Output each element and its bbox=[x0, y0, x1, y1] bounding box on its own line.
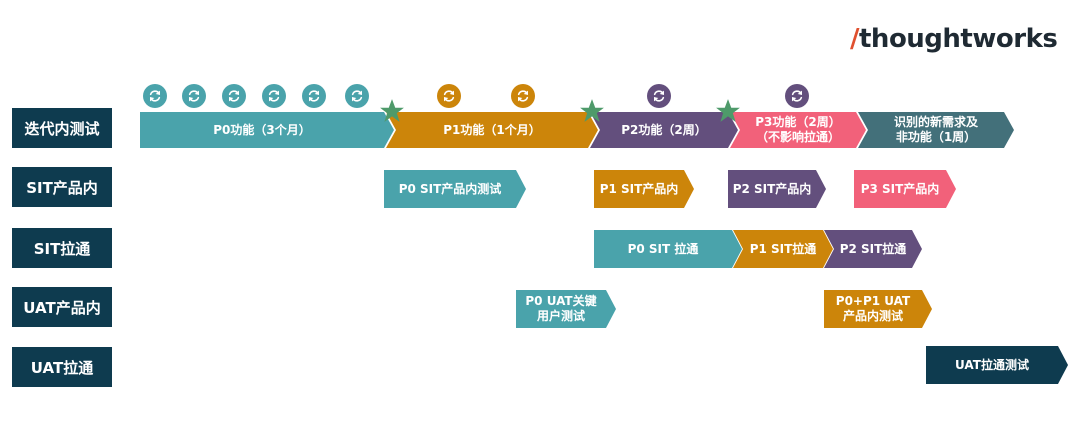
row-label-sit-in-product: SIT产品内 bbox=[12, 167, 112, 207]
milestone-star-icon bbox=[380, 99, 404, 122]
row-label-uat-in-product: UAT产品内 bbox=[12, 287, 112, 327]
bar-p2-sit-integration: P2 SIT拉通 bbox=[824, 230, 922, 268]
row-label-iteration-test: 迭代内测试 bbox=[12, 108, 112, 148]
bar-p3-function: P3功能（2周）（不影响拉通） bbox=[730, 112, 866, 148]
bar-p1-sit-in-product: P1 SIT产品内 bbox=[594, 170, 694, 208]
bar-new-requirements-text: 识别的新需求及非功能（1周） bbox=[893, 115, 978, 144]
bar-new-requirements: 识别的新需求及非功能（1周） bbox=[858, 112, 1014, 148]
bar-p3-sit-in-product: P3 SIT产品内 bbox=[854, 170, 956, 208]
bar-p0-function: P0功能（3个月） bbox=[140, 112, 394, 148]
iteration-cycle-icon bbox=[222, 84, 246, 108]
bar-p0-sit-integration: P0 SIT 拉通 bbox=[594, 230, 742, 268]
bar-p2-sit-in-product: P2 SIT产品内 bbox=[728, 170, 826, 208]
bar-p0-sit-in-product: P0 SIT产品内测试 bbox=[384, 170, 526, 208]
thoughtworks-logo: /thoughtworks bbox=[850, 24, 1058, 54]
bar-p3-function-text: P3功能（2周）（不影响拉通） bbox=[755, 115, 841, 144]
bar-p1-function: P1功能（1个月） bbox=[386, 112, 598, 148]
bar-p0-uat-key-user-text: P0 UAT关键用户测试 bbox=[525, 294, 597, 323]
iteration-cycle-icon bbox=[437, 84, 461, 108]
iteration-cycle-icon bbox=[647, 84, 671, 108]
milestone-star-icon bbox=[580, 99, 604, 122]
bar-uat-integration-test: UAT拉通测试 bbox=[926, 346, 1068, 384]
bar-p0-uat-key-user: P0 UAT关键用户测试 bbox=[516, 290, 616, 328]
row-label-sit-integration: SIT拉通 bbox=[12, 228, 112, 268]
iteration-cycle-icon bbox=[302, 84, 326, 108]
iteration-cycle-icon bbox=[511, 84, 535, 108]
bar-p2-function: P2功能（2周） bbox=[590, 112, 738, 148]
milestone-star-icon bbox=[716, 99, 740, 122]
iteration-cycle-icon bbox=[143, 84, 167, 108]
iteration-cycle-icon bbox=[262, 84, 286, 108]
iteration-cycle-icon bbox=[182, 84, 206, 108]
bar-p1-sit-integration: P1 SIT拉通 bbox=[733, 230, 833, 268]
row-label-uat-integration: UAT拉通 bbox=[12, 347, 112, 387]
iteration-cycle-icon bbox=[345, 84, 369, 108]
iteration-cycle-icon bbox=[785, 84, 809, 108]
